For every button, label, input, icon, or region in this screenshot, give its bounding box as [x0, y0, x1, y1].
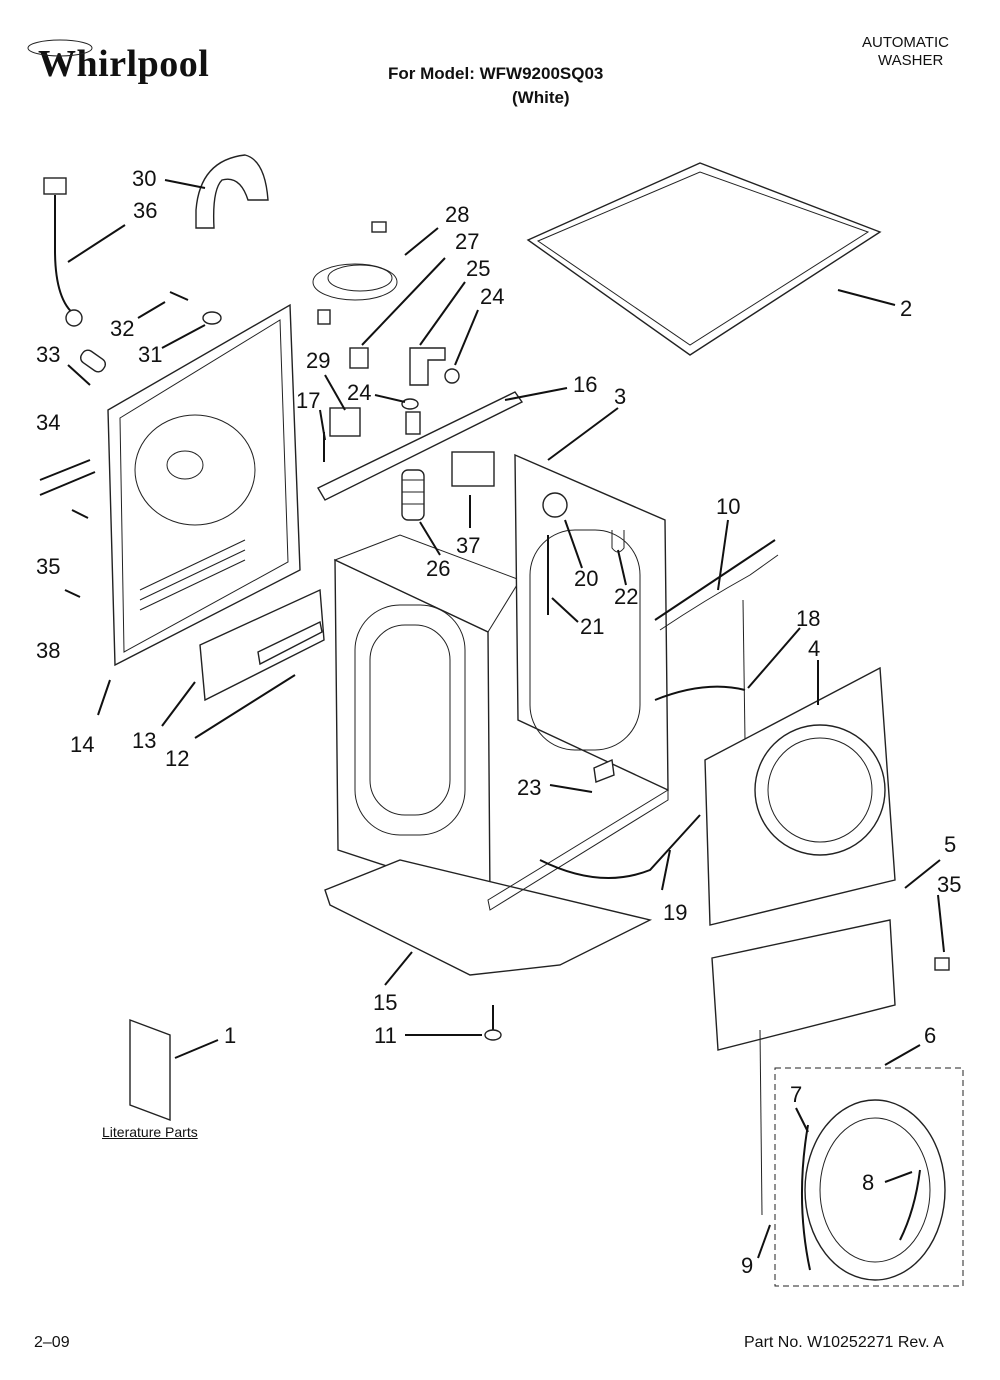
part-power-cord: [312, 221, 398, 325]
part-screw-35: [71, 509, 89, 519]
callout-37: 37: [456, 533, 480, 558]
part-toe-panel: [711, 919, 896, 1051]
literature-parts-label: Literature Parts: [102, 1124, 198, 1140]
callout-31: 31: [138, 342, 162, 367]
part-bellows: [800, 1099, 946, 1281]
part-inlet-hose: [43, 177, 83, 327]
callout-4: 4: [808, 636, 820, 661]
callout-35-right: 35: [937, 872, 961, 897]
part-screw-32: [169, 291, 189, 301]
model-title: For Model: WFW9200SQ03: [388, 64, 604, 83]
callout-20: 20: [574, 566, 598, 591]
callout-12: 12: [165, 746, 189, 771]
callout-24-left: 24: [347, 380, 371, 405]
footer-date-code: 2–09: [34, 1334, 70, 1351]
callout-29: 29: [306, 348, 330, 373]
part-screw-38: [64, 589, 81, 598]
part-grommet-33: [79, 349, 107, 373]
logo-swirl: [27, 39, 93, 57]
part-control-support: [317, 391, 524, 501]
part-rear-bracket: [199, 588, 325, 702]
callout-23: 23: [517, 775, 541, 800]
part-clamp-31: [202, 311, 222, 325]
callout-1: 1: [224, 1023, 236, 1048]
part-clip-34: [39, 459, 96, 496]
callout-32: 32: [110, 316, 134, 341]
callout-3: 3: [614, 384, 626, 409]
callout-34: 34: [36, 410, 60, 435]
part-cabinet-side: [333, 534, 521, 901]
callout-6: 6: [924, 1023, 936, 1048]
appliance-type-line1: AUTOMATIC: [862, 34, 949, 51]
callout-25: 25: [466, 256, 490, 281]
part-front-panel: [704, 666, 896, 926]
callout-5: 5: [944, 832, 956, 857]
part-rf-filter: [257, 620, 323, 666]
callout-22: 22: [614, 584, 638, 609]
part-clamp-b: [401, 398, 419, 410]
model-color: (White): [512, 88, 570, 107]
footer-part-number: Part No. W10252271 Rev. A: [744, 1334, 944, 1351]
part-leveling-leg: [484, 1005, 502, 1041]
callout-17: 17: [296, 388, 320, 413]
part-literature: [129, 1018, 171, 1122]
callout-28: 28: [445, 202, 469, 227]
leader-lines: [67, 179, 945, 1259]
part-base-plate: [324, 859, 653, 976]
callout-15: 15: [373, 990, 397, 1015]
callout-18: 18: [796, 606, 820, 631]
callout-36: 36: [133, 198, 157, 223]
part-spring-wire: [759, 1029, 763, 1216]
callout-21: 21: [580, 614, 604, 639]
part-bracket-29: [329, 407, 361, 437]
callout-9: 9: [741, 1253, 753, 1278]
part-top-cover: [526, 162, 882, 356]
callout-27: 27: [455, 229, 479, 254]
part-drain-hose: [401, 469, 425, 521]
callout-19: 19: [663, 900, 687, 925]
part-rear-panel: [107, 303, 301, 667]
callout-30: 30: [132, 166, 156, 191]
callout-11: 11: [374, 1023, 397, 1048]
part-group-box: [774, 1067, 964, 1287]
callout-38: 38: [36, 638, 60, 663]
callout-7: 7: [790, 1082, 802, 1107]
part-switch-37: [451, 451, 495, 487]
part-wire-harness: [654, 539, 779, 741]
part-hose-bracket: [195, 154, 269, 229]
part-lower-harness: [539, 814, 701, 879]
part-screw-right: [934, 957, 950, 971]
callout-33: 33: [36, 342, 60, 367]
callout-16: 16: [573, 372, 597, 397]
part-clamp-a: [444, 368, 460, 384]
callout-13: 13: [132, 728, 156, 753]
part-strain-relief: [349, 347, 369, 369]
callout-2: 2: [900, 296, 912, 321]
callout-10: 10: [716, 494, 740, 519]
callout-8: 8: [862, 1170, 874, 1195]
brand-logo: Whirlpool: [38, 43, 210, 85]
callout-14: 14: [70, 732, 94, 757]
callout-26: 26: [426, 556, 450, 581]
callout-24-right: 24: [480, 284, 504, 309]
callout-35-left: 35: [36, 554, 60, 579]
appliance-type-line2: WASHER: [878, 52, 944, 69]
part-vent-stub: [405, 411, 421, 435]
part-clip-23: [593, 758, 615, 783]
part-vent-elbow: [409, 347, 446, 386]
